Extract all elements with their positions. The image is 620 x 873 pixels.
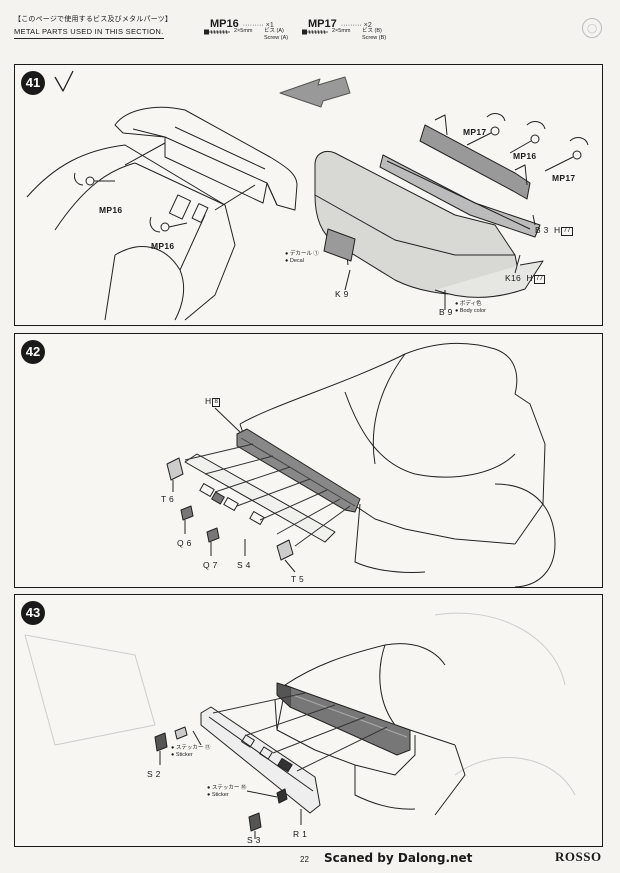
part-size: 2×5mm: [332, 28, 351, 34]
part-qty: ×2: [363, 22, 372, 29]
label-b9: B 9: [439, 307, 453, 317]
label-s3: S 3: [247, 835, 261, 845]
label-t5: T 5: [291, 574, 305, 584]
label-r1: R 1: [293, 829, 308, 839]
part-code: MP17: [308, 18, 337, 30]
rear-garnish-diagram: [24, 612, 576, 839]
header-title-en: METAL PARTS USED IN THIS SECTION.: [14, 27, 164, 36]
label-mp16-a: MP16: [513, 151, 537, 161]
step-number: 43: [21, 601, 45, 625]
scan-credit: Scaned by Dalong.net: [324, 851, 473, 865]
label-mp17-a: MP17: [463, 127, 487, 137]
metal-parts-header: 【このページで使用するビス及びメタルパーツ】 METAL PARTS USED …: [14, 14, 600, 42]
header-title-jp: 【このページで使用するビス及びメタルパーツ】: [14, 16, 173, 23]
step-number: 42: [21, 340, 45, 364]
rear-panel-lights-diagram: [166, 342, 556, 587]
label-t6: T 6: [161, 494, 175, 504]
label-sticker-11: ● ステッカー ⑪● Sticker: [171, 745, 211, 758]
step-number: 41: [21, 71, 45, 95]
label-mp16-left-b: MP16: [151, 241, 175, 251]
faded-page-marker-icon: ◯: [582, 18, 602, 38]
label-sticker-10: ● ステッカー ⑩● Sticker: [207, 785, 247, 798]
screw-icon: [302, 29, 328, 35]
part-size: 2×5mm: [234, 28, 253, 34]
part-code: MP16: [210, 18, 239, 30]
brand-logo-text: ROSSO: [555, 849, 602, 864]
part-qty: ×1: [265, 22, 274, 29]
rear-bumper-assembly-diagram: [26, 70, 589, 321]
label-k9: K 9: [335, 289, 349, 299]
part-type: ビス (B)Screw (B): [362, 28, 387, 41]
label-body-color: ● ボディ色● Body color: [455, 301, 486, 314]
label-decal: ● デカール ①● Decal: [285, 251, 319, 264]
label-s2: S 2: [147, 769, 161, 779]
label-mp16-left-a: MP16: [99, 205, 123, 215]
label-s4: S 4: [237, 560, 251, 570]
label-q6: Q 6: [177, 538, 192, 548]
header-underline: [14, 38, 164, 39]
part-mp17: MP17·········×2 2×5mm ビス (B)Screw (B): [302, 14, 386, 41]
label-mp17-b: MP17: [552, 173, 576, 183]
step-42-panel: 42: [14, 333, 603, 588]
part-type: ビス (A)Screw (A): [264, 28, 289, 41]
step-43-panel: 43: [14, 594, 603, 847]
part-mp16: MP16·········×1 2×5mm ビス (A)Screw (A): [204, 14, 288, 41]
label-q7: Q 7: [203, 560, 218, 570]
screw-icon: [204, 29, 230, 35]
step-41-panel: 41: [14, 64, 603, 326]
page-number: 22: [300, 855, 309, 864]
